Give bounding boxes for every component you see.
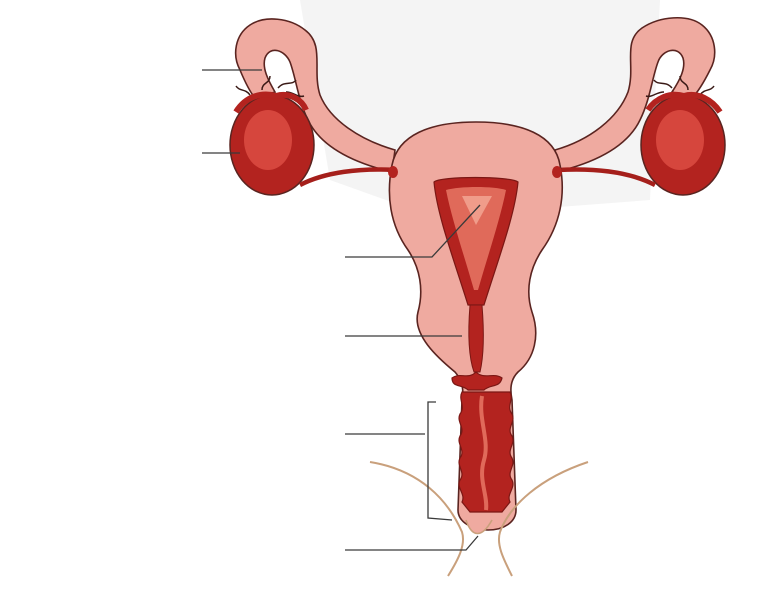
vagina-bracket [427, 401, 453, 521]
right-tube-junction [552, 166, 562, 178]
right-ovary [640, 91, 726, 196]
right-labia-line [498, 461, 589, 577]
vaginal-opening [465, 519, 493, 535]
right-fimbriae [645, 75, 715, 98]
uterine-cavity-core [462, 196, 492, 225]
left-ovary [229, 91, 315, 196]
uterine-cavity-inner [446, 187, 506, 290]
left-labia-line [369, 461, 464, 577]
right-ovarian-ligament [557, 167, 657, 187]
leader-line-uterus [345, 204, 481, 258]
left-fimbriae [235, 75, 305, 98]
vaginal-canal-inner [479, 395, 489, 511]
cervical-canal [468, 304, 484, 373]
leader-line-vaginal-opening [345, 535, 479, 551]
right-fallopian-tube [554, 16, 716, 174]
left-ovarian-ligament [298, 167, 396, 188]
left-tube-junction [388, 166, 398, 178]
external-os [451, 371, 503, 391]
